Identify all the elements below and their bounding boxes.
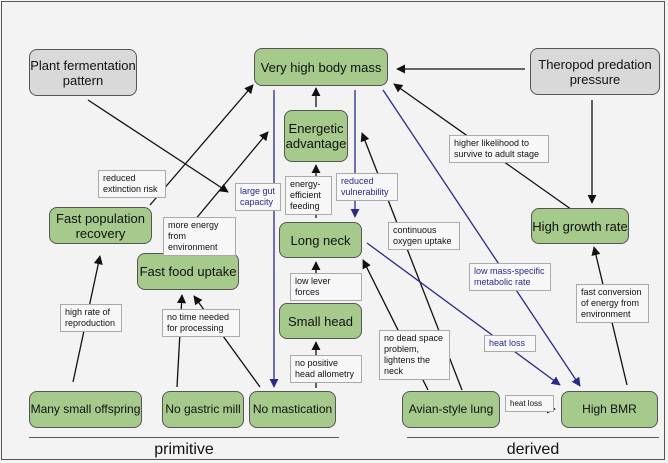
divider-primitive <box>29 437 339 438</box>
label-heat-loss-blue: heat loss <box>484 335 536 352</box>
node-fast-food-uptake[interactable]: Fast food uptake <box>137 253 239 290</box>
node-fast-population-recovery[interactable]: Fast population recovery <box>49 207 152 244</box>
label-heat-loss-black: heat loss <box>505 395 554 412</box>
node-high-growth-rate[interactable]: High growth rate <box>531 208 629 244</box>
node-energetic-advantage[interactable]: Energetic advantage <box>284 110 348 162</box>
label-no-positive-allometry: no positive head allometry <box>290 355 362 383</box>
label-higher-likelihood: higher likelihood to survive to adult st… <box>449 135 549 163</box>
node-no-mastication[interactable]: No mastication <box>249 391 336 428</box>
label-high-rate-reproduction: high rate of reproduction <box>60 304 122 332</box>
label-reduced-vulnerability: reduced vulnerability <box>336 173 398 201</box>
node-theropod-predation[interactable]: Theropod predation pressure <box>530 48 660 95</box>
label-low-mass-specific: low mass-specific metabolic rate <box>469 263 551 291</box>
label-large-gut-capacity: large gut capacity <box>235 183 281 211</box>
node-many-small-offspring[interactable]: Many small offspring <box>29 391 142 428</box>
section-derived: derived <box>506 441 560 458</box>
label-continuous-oxygen: continuous oxygen uptake <box>388 222 460 250</box>
label-more-energy: more energy from environment <box>163 217 236 256</box>
node-small-head[interactable]: Small head <box>279 303 362 339</box>
label-reduced-extinction-risk: reduced extinction risk <box>98 170 166 198</box>
label-low-lever-forces: low lever forces <box>290 273 362 301</box>
node-plant-fermentation[interactable]: Plant fermentation pattern <box>29 49 137 96</box>
label-energy-efficient-feeding: energy-efficient feeding <box>285 176 332 215</box>
node-avian-style-lung[interactable]: Avian-style lung <box>402 391 500 428</box>
node-high-bmr[interactable]: High BMR <box>561 391 658 428</box>
divider-derived <box>407 437 659 438</box>
label-no-time-needed: no time needed for processing <box>162 309 240 337</box>
arrow-recovery-to-body-mass <box>149 84 254 206</box>
node-long-neck[interactable]: Long neck <box>279 222 362 258</box>
section-primitive: primitive <box>154 441 214 458</box>
node-very-high-body-mass[interactable]: Very high body mass <box>254 48 388 86</box>
node-no-gastric-mill[interactable]: No gastric mill <box>162 391 244 428</box>
arrow-body-mass-to-bmr <box>382 89 581 387</box>
arrow-plant-to-large-gut <box>87 99 229 193</box>
label-fast-conversion: fast conversion of energy from environme… <box>576 284 649 323</box>
label-no-dead-space: no dead space problem, lightens the neck <box>379 330 450 380</box>
arrow-longneck-to-bmr <box>366 242 561 386</box>
